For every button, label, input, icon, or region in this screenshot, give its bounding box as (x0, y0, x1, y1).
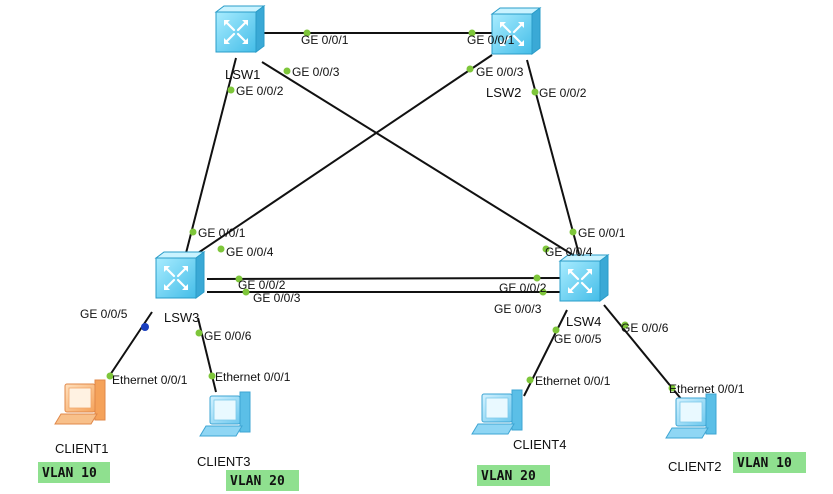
port-label: GE 0/0/4 (545, 245, 593, 259)
port-dot (539, 288, 547, 296)
device-label-lsw1: LSW1 (225, 67, 260, 82)
device-label-lsw2: LSW2 (486, 85, 521, 100)
port-label: GE 0/0/5 (80, 307, 128, 321)
port-label: GE 0/0/4 (226, 245, 274, 259)
port-dot (468, 29, 476, 37)
port-dot (208, 372, 216, 380)
port-dot (533, 274, 541, 282)
port-dot (303, 29, 311, 37)
port-dot (283, 67, 291, 75)
port-label: Ethernet 0/0/1 (535, 374, 611, 388)
computer-icon (665, 393, 717, 439)
switch-icon (214, 4, 266, 54)
port-label: GE 0/0/2 (238, 278, 286, 292)
client-client2[interactable] (665, 393, 717, 439)
client-client3[interactable] (199, 391, 251, 437)
client-client1[interactable] (54, 379, 106, 425)
port-label: GE 0/0/6 (621, 321, 669, 335)
port-dot (189, 228, 197, 236)
port-label: GE 0/0/5 (554, 332, 602, 346)
device-label-client1: CLIENT1 (55, 441, 108, 456)
link-lsw4-client2[interactable] (603, 304, 683, 401)
device-label-client2: CLIENT2 (668, 459, 721, 474)
port-label: Ethernet 0/0/1 (215, 370, 291, 384)
port-label: GE 0/0/1 (578, 226, 626, 240)
port-label: GE 0/0/3 (476, 65, 524, 79)
port-dot (621, 321, 629, 329)
port-dots (106, 29, 676, 392)
computer-icon (199, 391, 251, 437)
port-label: Ethernet 0/0/1 (669, 382, 745, 396)
vlan-badge-client2: VLAN 10 (733, 452, 806, 473)
vlan-badge-client4: VLAN 20 (477, 465, 550, 486)
port-label: GE 0/0/2 (539, 86, 587, 100)
port-dot (668, 384, 676, 392)
port-dot (526, 376, 534, 384)
switch-lsw2[interactable] (490, 6, 542, 56)
switch-icon (490, 6, 542, 56)
port-dot (542, 245, 550, 253)
device-label-client3: CLIENT3 (197, 454, 250, 469)
port-dot (531, 88, 539, 96)
switch-lsw3[interactable] (154, 250, 206, 300)
device-label-client4: CLIENT4 (513, 437, 566, 452)
link-lsw1-lsw4[interactable] (261, 61, 574, 256)
computer-icon (471, 389, 523, 435)
links (107, 32, 683, 401)
vlan-label: VLAN 20 (481, 469, 536, 484)
port-dot (106, 372, 114, 380)
link-lsw2-lsw3[interactable] (191, 54, 493, 258)
switch-lsw4[interactable] (558, 253, 610, 303)
vlan-label: VLAN 20 (230, 474, 285, 489)
vlan-label: VLAN 10 (737, 456, 792, 471)
computer-inactive-icon (54, 379, 106, 425)
vlan-badge-client3: VLAN 20 (226, 470, 299, 491)
port-dot-down (141, 323, 149, 331)
link-lsw1-lsw3[interactable] (184, 57, 237, 258)
port-dot (466, 65, 474, 73)
port-label: GE 0/0/2 (499, 281, 547, 295)
switch-lsw1[interactable] (214, 4, 266, 54)
port-label: GE 0/0/3 (253, 291, 301, 305)
switch-icon (154, 250, 206, 300)
port-label: GE 0/0/2 (236, 84, 284, 98)
port-label: GE 0/0/1 (198, 226, 246, 240)
device-label-lsw3: LSW3 (164, 310, 199, 325)
port-dot (217, 245, 225, 253)
switch-icon (558, 253, 610, 303)
port-dot (227, 86, 235, 94)
port-dot (195, 329, 203, 337)
device-label-lsw4: LSW4 (566, 314, 601, 329)
client-client4[interactable] (471, 389, 523, 435)
vlan-label: VLAN 10 (42, 466, 97, 481)
port-label: GE 0/0/6 (204, 329, 252, 343)
vlan-badge-client1: VLAN 10 (38, 462, 110, 483)
port-label: GE 0/0/1 (467, 33, 515, 47)
port-dot (569, 228, 577, 236)
port-label: GE 0/0/3 (494, 302, 542, 316)
link-lsw3-client1[interactable] (107, 311, 153, 379)
port-label: GE 0/0/3 (292, 65, 340, 79)
port-dot (552, 326, 560, 334)
port-label: GE 0/0/1 (301, 33, 349, 47)
port-dot (235, 275, 243, 283)
port-dot (242, 288, 250, 296)
port-label: Ethernet 0/0/1 (112, 373, 188, 387)
link-lsw3-lsw4-g2[interactable] (206, 277, 561, 280)
